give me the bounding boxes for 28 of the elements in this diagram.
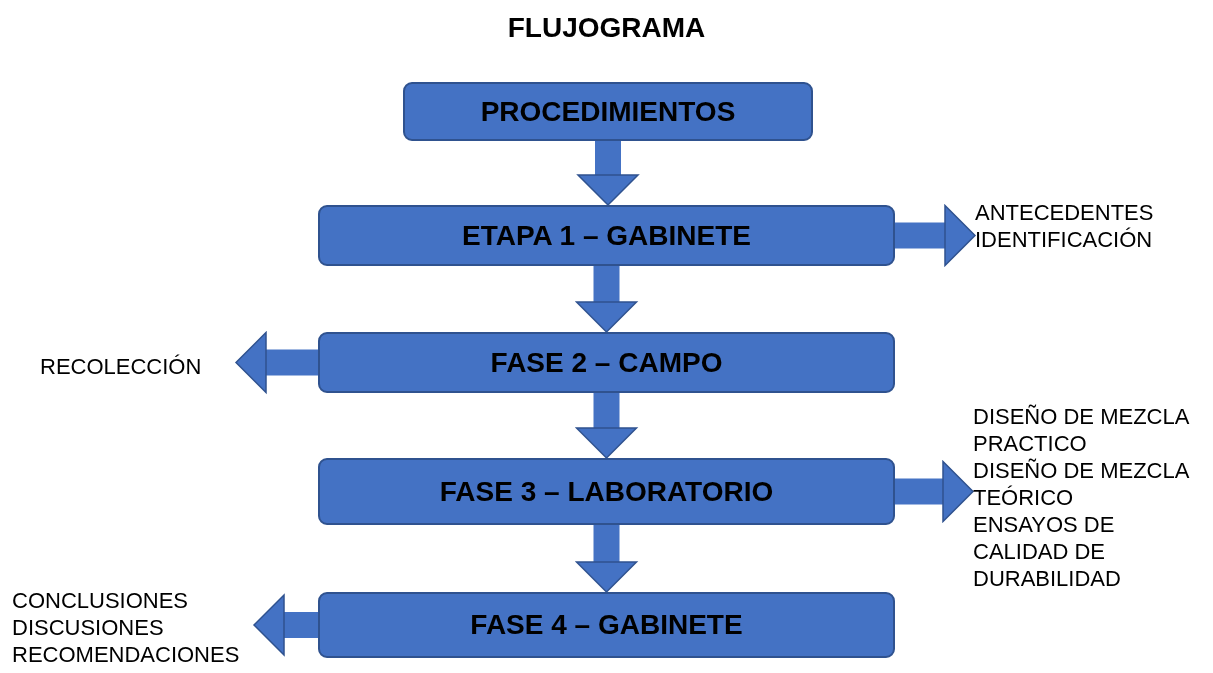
process-box <box>318 592 895 658</box>
box-label: ETAPA 1 – GABINETE <box>462 219 751 252</box>
note-text: DISCUSIONES <box>12 614 165 641</box>
block-arrow <box>895 204 976 267</box>
diagram-title: FLUJOGRAMA <box>506 12 707 44</box>
note-text: ANTECEDENTES <box>975 199 1155 226</box>
block-arrow <box>895 460 974 523</box>
note-text: DISEÑO DE MEZCLA TEÓRICO <box>973 457 1190 511</box>
block-arrow <box>235 331 318 394</box>
box-label: FASE 2 – CAMPO <box>490 346 723 379</box>
block-arrow <box>253 594 318 656</box>
block-arrow <box>577 141 639 206</box>
box-label: FASE 3 – LABORATORIO <box>439 475 774 508</box>
note-text: IDENTIFICACIÓN <box>975 226 1154 253</box>
box-label: FASE 4 – GABINETE <box>470 609 743 641</box>
process-box <box>318 332 895 393</box>
box-label: PROCEDIMIENTOS <box>480 95 736 128</box>
note-text: RECOMENDACIONES <box>12 641 241 668</box>
block-arrow <box>575 393 638 459</box>
block-arrow <box>575 525 638 593</box>
note-text: RECOLECCIÓN <box>40 353 203 380</box>
process-box <box>318 205 895 266</box>
note-text: ENSAYOS DE CALIDAD DE DURABILIDAD <box>973 511 1122 592</box>
note-text: CONCLUSIONES <box>12 587 190 614</box>
process-box <box>318 458 895 525</box>
note-text: DISEÑO DE MEZCLA PRACTICO <box>973 403 1190 457</box>
process-box <box>403 82 813 141</box>
block-arrow <box>575 266 638 333</box>
